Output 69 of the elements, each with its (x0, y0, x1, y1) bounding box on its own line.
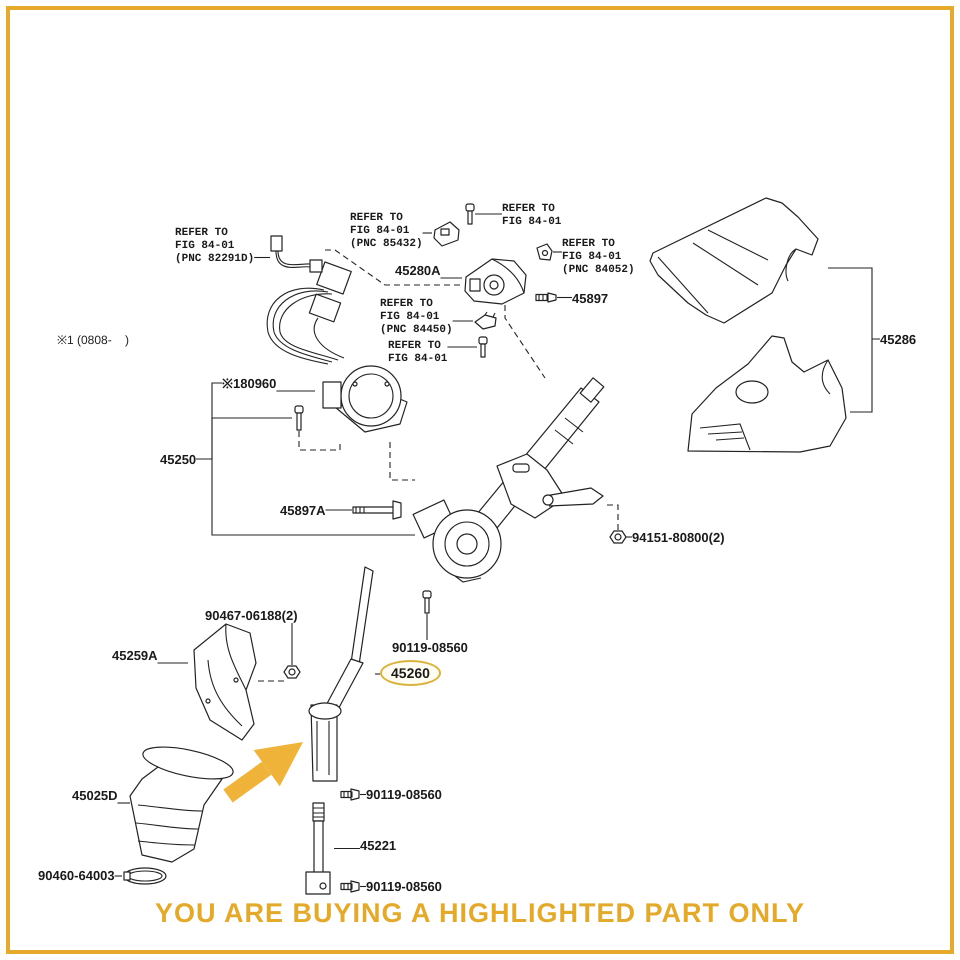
part-number: 45259A (112, 648, 158, 663)
leader-line (360, 794, 366, 796)
leader-line (426, 614, 428, 640)
dashed-line (258, 680, 284, 682)
bolt-drawing (535, 292, 557, 303)
reference-note: REFER TO FIG 84-01 (PNC 84450) (380, 298, 453, 337)
part-number: 45280A (395, 263, 441, 278)
reference-note: REFER TO FIG 84-01 (502, 203, 562, 229)
leader-line (334, 848, 360, 850)
notice-text: YOU ARE BUYING A HIGHLIGHTED PART ONLY (154, 898, 806, 929)
part-number: 45897A (280, 503, 326, 518)
part-number: 90119-08560 (366, 879, 442, 894)
leader-line (276, 390, 315, 392)
part-number: ※180960 (222, 376, 276, 391)
highlight-arrow (223, 742, 303, 802)
screw-drawing (465, 203, 475, 225)
leader-line (422, 232, 432, 234)
screw-drawing (292, 405, 306, 431)
highlighted-part-number: 45260 (380, 660, 441, 686)
leader-line (475, 213, 502, 215)
leader-line (553, 251, 562, 253)
dashed-line (298, 431, 341, 451)
part-number: 45897 (572, 291, 608, 306)
clip-drawing (284, 665, 300, 681)
part-number: 90467-06188(2) (205, 608, 298, 623)
part-number: 90460-64003 (38, 868, 115, 883)
bolt-drawing (340, 880, 360, 893)
switch-drawing (432, 220, 460, 246)
part-number: 90119-08560 (366, 787, 442, 802)
leader-line (326, 509, 352, 511)
leader-line (447, 346, 477, 348)
leader-line (850, 338, 880, 413)
dashed-line (605, 504, 619, 530)
reference-note: REFER TO FIG 84-01 (PNC 85432) (350, 212, 423, 251)
switch-drawing (473, 312, 498, 330)
part-number: 45025D (72, 788, 118, 803)
reference-note: REFER TO FIG 84-01 (388, 340, 448, 366)
reference-note: REFER TO FIG 84-01 (PNC 84052) (562, 238, 635, 277)
part-number: 90119-08560 (392, 640, 468, 655)
leader-line (118, 802, 130, 804)
clip-drawing (535, 243, 553, 261)
part-number: 94151-80800(2) (632, 530, 725, 545)
leader-line (196, 458, 415, 536)
dashed-line (389, 442, 415, 481)
leader-line (557, 296, 572, 298)
leader-line (114, 875, 122, 877)
footnote-note: ※1 (0808- ) (57, 332, 130, 348)
leader-line (254, 256, 270, 258)
part-number: 45250 (160, 452, 196, 467)
dashed-line (325, 249, 462, 286)
part-number: 45286 (880, 332, 916, 347)
screw-drawing (420, 590, 434, 614)
bolt-drawing (352, 500, 402, 520)
steering-column-drawing (415, 378, 605, 583)
part-number: 45221 (360, 838, 396, 853)
leader-line (360, 886, 366, 888)
bolt-drawing (340, 788, 360, 801)
leader-line (158, 662, 188, 664)
leader-line (291, 623, 293, 665)
dashed-line (504, 305, 546, 379)
reference-note: REFER TO FIG 84-01 (PNC 82291D) (175, 227, 254, 266)
screw-drawing (477, 336, 489, 358)
leader-line (452, 320, 473, 322)
leader-line (440, 277, 462, 279)
boot-drawing (130, 745, 235, 863)
leader-line (626, 536, 632, 538)
leader-line (375, 673, 380, 675)
nut-drawing (610, 530, 626, 544)
clamp-drawing (122, 866, 167, 886)
